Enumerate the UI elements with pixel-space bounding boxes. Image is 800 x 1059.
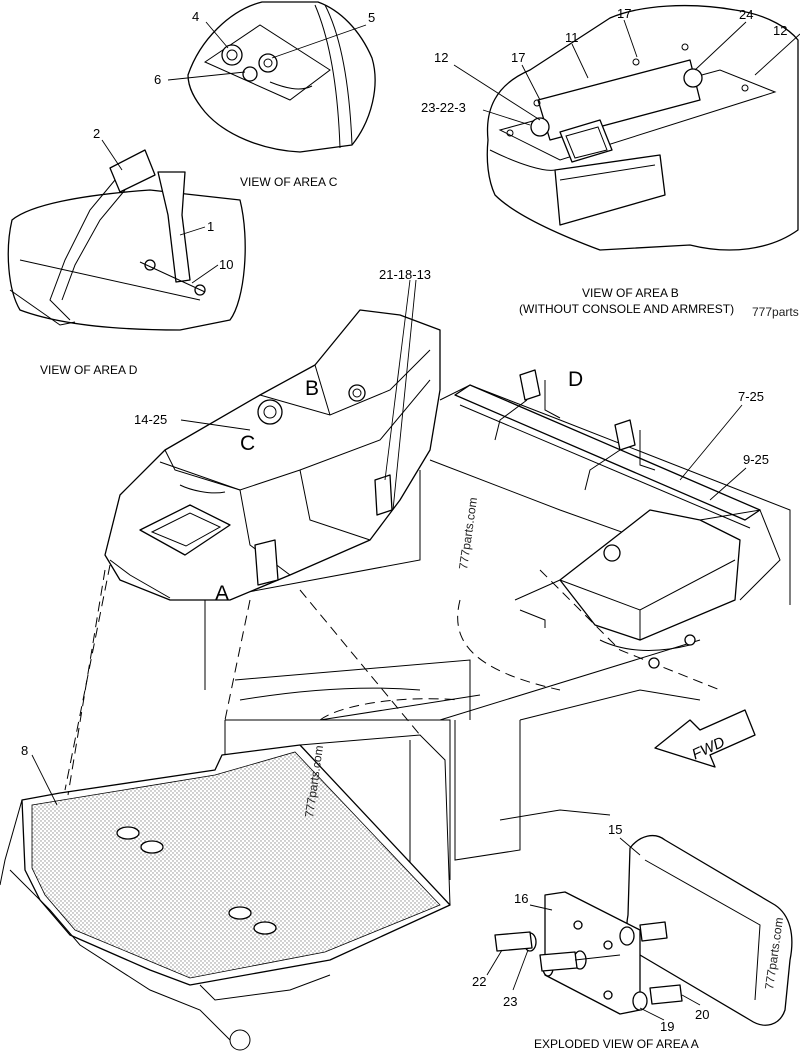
switch-5 (258, 53, 278, 73)
area-letter-a: A (215, 582, 229, 605)
mount-9-25 (559, 509, 741, 641)
view-captions: VIEW OF AREA C VIEW OF AREA B (WITHOUT C… (40, 175, 734, 1051)
plug-6 (242, 66, 258, 82)
callout-numbers: 4 5 6 2 1 10 17 24 11 12 12 17 23-22-3 2… (21, 6, 787, 1034)
exploded-view-a (494, 834, 793, 1026)
callout-23: 23 (503, 994, 517, 1009)
callout-15: 15 (608, 822, 622, 837)
area-letters: A B C D (215, 368, 583, 605)
callout-23-22-3: 23-22-3 (421, 100, 466, 115)
bolt-20 (649, 984, 683, 1005)
caption-area-c: VIEW OF AREA C (240, 175, 338, 189)
callout-9-25: 9-25 (743, 452, 769, 467)
caption-area-a-exploded: EXPLODED VIEW OF AREA A (534, 1037, 699, 1051)
leader-lines (31, 19, 800, 1021)
switch-4 (221, 44, 243, 66)
callout-10: 10 (219, 257, 233, 272)
callout-24: 24 (739, 7, 753, 22)
callout-16: 16 (514, 891, 528, 906)
caption-area-b: VIEW OF AREA B (582, 286, 679, 300)
view-area-b (486, 4, 799, 251)
area-letter-b: B (305, 377, 319, 400)
watermark-1: 777parts (752, 305, 799, 319)
caption-area-d: VIEW OF AREA D (40, 363, 138, 377)
callout-8: 8 (21, 743, 28, 758)
connector-2 (109, 149, 156, 193)
area-letter-c: C (240, 432, 255, 455)
callout-5: 5 (368, 10, 375, 25)
callout-11: 11 (565, 30, 579, 45)
callout-14-25: 14-25 (134, 412, 167, 427)
view-area-d (7, 149, 246, 331)
callout-2: 2 (93, 126, 100, 141)
callout-7-25: 7-25 (738, 389, 764, 404)
callout-4: 4 (192, 9, 199, 24)
bracket-1 (157, 171, 191, 283)
forward-arrow: FWD (654, 709, 756, 768)
callout-12-right: 12 (773, 23, 787, 38)
view-area-c (187, 1, 376, 153)
callout-17-left: 17 (511, 50, 525, 65)
watermark-2: 777parts.com (456, 496, 480, 570)
callout-12-left: 12 (434, 50, 448, 65)
callout-21-18-13: 21-18-13 (379, 267, 431, 282)
callout-20: 20 (695, 1007, 709, 1022)
callout-1: 1 (207, 219, 214, 234)
main-assembly (0, 309, 791, 1051)
callout-19: 19 (660, 1019, 674, 1034)
plug-24 (683, 68, 703, 88)
callout-22: 22 (472, 974, 486, 989)
area-letter-d: D (568, 368, 583, 391)
callout-6: 6 (154, 72, 161, 87)
bolt-22 (494, 931, 533, 952)
caption-area-b-note: (WITHOUT CONSOLE AND ARMREST) (519, 302, 734, 316)
callout-17-top: 17 (617, 6, 631, 21)
